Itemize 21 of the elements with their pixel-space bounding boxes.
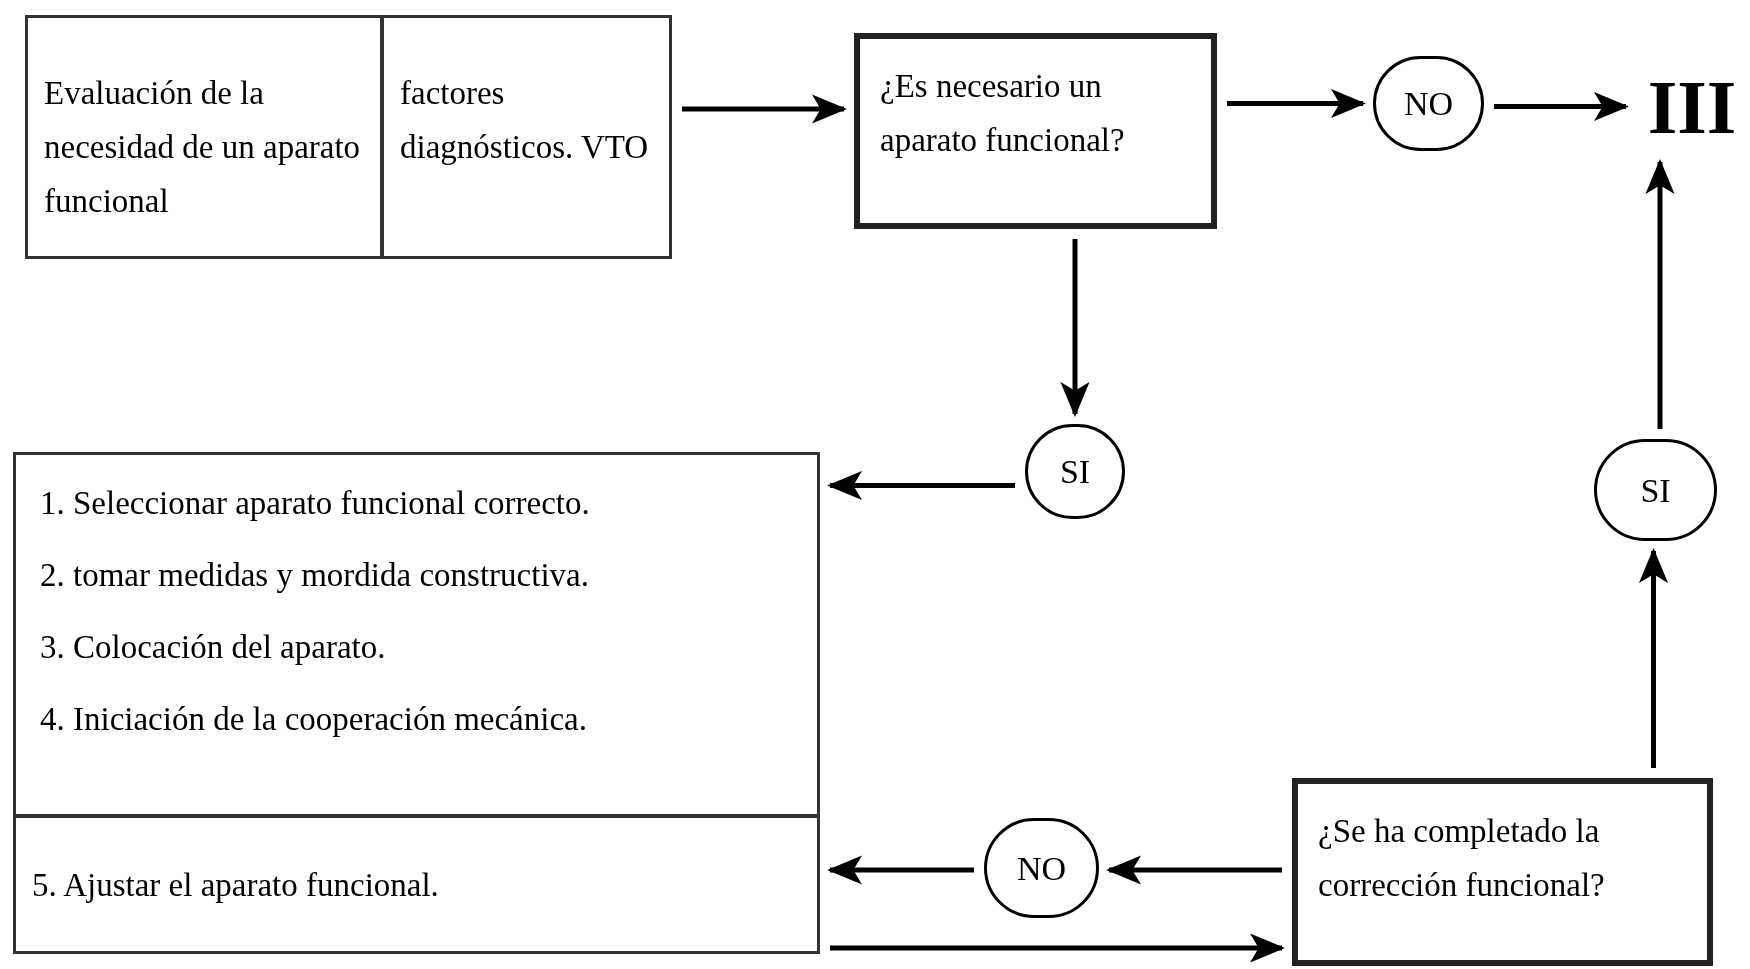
arrow bbox=[1227, 88, 1366, 119]
step-text: 4. Iniciación de la cooperación mecánica. bbox=[40, 700, 588, 739]
steps-box bbox=[13, 452, 820, 817]
arrow bbox=[1494, 91, 1629, 122]
arrow bbox=[827, 470, 1015, 501]
outcome-label: III bbox=[1636, 62, 1748, 152]
question-box: ¿Se ha completado la corrección funcional? bbox=[1292, 778, 1713, 966]
text-box: 5. Ajustar el aparato funcional. bbox=[13, 815, 820, 954]
question-box: ¿Es necesario un aparato funcional? bbox=[854, 33, 1217, 229]
arrow bbox=[827, 855, 974, 885]
arrow bbox=[1060, 239, 1090, 417]
step-text: 3. Colocación del aparato. bbox=[40, 628, 387, 667]
arrow bbox=[1645, 159, 1675, 429]
arrow bbox=[1106, 855, 1282, 885]
arrow bbox=[1638, 548, 1669, 768]
arrow bbox=[830, 933, 1285, 963]
text-box: Evaluación de la necesidad de un aparato funcional bbox=[25, 15, 383, 259]
step-text: 1. Seleccionar aparato funcional correcto. bbox=[40, 484, 591, 523]
step-text: 2. tomar medidas y mordida constructiva. bbox=[40, 556, 590, 595]
text-box: factores diagnósticos. VTO bbox=[381, 15, 672, 259]
arrow bbox=[682, 94, 847, 124]
